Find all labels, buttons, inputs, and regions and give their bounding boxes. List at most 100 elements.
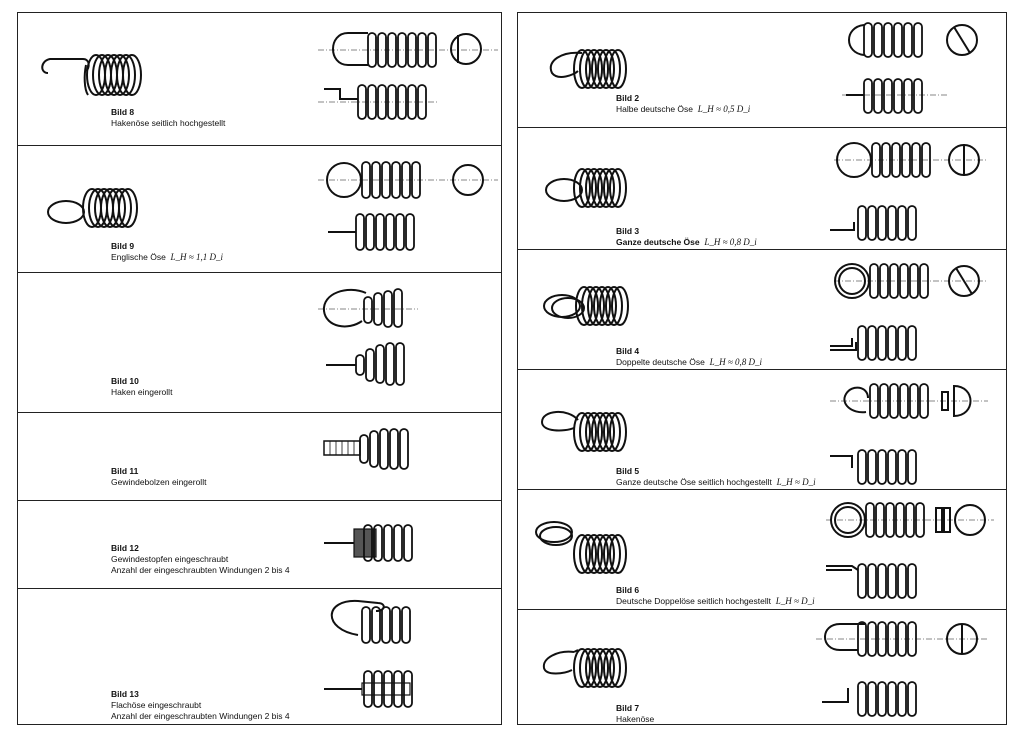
figure-caption-bild-8: Bild 8 Hakenöse seitlich hochgestellt [111, 107, 225, 129]
figure-panel-bild-2: Bild 2 Halbe deutsche Öse L_H ≈ 0,5 D_i [518, 13, 1006, 128]
technical-front-view [324, 670, 413, 708]
figure-number: Bild 4 [616, 346, 640, 356]
spring-drawing-bild-6 [535, 502, 994, 599]
figure-panel-bild-12: Bild 12 Gewindestopfen eingeschraubt Anz… [18, 501, 501, 589]
spring-drawing-bild-11 [323, 428, 409, 470]
spring-drawing-bild-5 [540, 383, 988, 485]
perspective-spring-icon [47, 188, 138, 228]
perspective-spring-icon [545, 168, 627, 208]
figure-caption-bild-7: Bild 7 Hakenöse [616, 703, 654, 725]
figure-panel-bild-9: Bild 9 Englische Öse L_H ≈ 1,1 D_i [18, 146, 501, 273]
technical-side-view [318, 161, 498, 199]
figure-panel-bild-5: Bild 5 Ganze deutsche Öse seitlich hochg… [518, 370, 1006, 490]
technical-side-view [848, 22, 978, 58]
figure-description: Ganze deutsche Öse seitlich hochgestellt… [616, 477, 816, 487]
spring-drawing-bild-8 [41, 32, 498, 120]
figure-description-note: Anzahl der eingeschraubten Windungen 2 b… [111, 565, 290, 575]
technical-front-view [842, 78, 948, 114]
figure-number: Bild 10 [111, 376, 139, 386]
figure-caption-bild-11: Bild 11 Gewindebolzen eingerollt [111, 466, 206, 488]
perspective-spring-icon [543, 286, 629, 326]
perspective-spring-icon [535, 521, 627, 574]
figure-number: Bild 6 [616, 585, 640, 595]
spring-drawing-bild-7 [542, 621, 988, 717]
figure-number: Bild 5 [616, 466, 640, 476]
figure-number: Bild 12 [111, 543, 139, 553]
perspective-spring-icon [540, 411, 627, 452]
spring-drawing-bild-10 [318, 288, 418, 386]
figure-description: Gewindebolzen eingerollt [111, 477, 207, 487]
technical-front-view [826, 563, 917, 599]
figure-caption-bild-5: Bild 5 Ganze deutsche Öse seitlich hochg… [616, 466, 816, 488]
technical-side-view [826, 502, 994, 538]
technical-front-view [324, 524, 413, 562]
technical-front-view [326, 342, 405, 386]
figure-description: Ganze deutsche Öse L_H ≈ 0,8 D_i [616, 237, 757, 247]
figure-panel-bild-13: Bild 13 Flachöse eingeschraubt Anzahl de… [18, 589, 501, 724]
figure-description: Halbe deutsche Öse L_H ≈ 0,5 D_i [616, 104, 751, 114]
figure-number: Bild 13 [111, 689, 139, 699]
figure-description: Englische Öse L_H ≈ 1,1 D_i [111, 252, 223, 262]
spring-drawing-bild-4 [543, 263, 988, 361]
spring-drawing-bild-3 [545, 142, 988, 241]
perspective-spring-icon [41, 54, 142, 96]
figure-description-note: Anzahl der eingeschraubten Windungen 2 b… [111, 711, 290, 721]
left-figure-column: Bild 8 Hakenöse seitlich hochgestellt [17, 12, 502, 725]
figure-formula: L_H ≈ 0,8 D_i [709, 357, 763, 367]
figure-panel-bild-6: Bild 6 Deutsche Doppelöse seitlich hochg… [518, 490, 1006, 610]
technical-front-view [318, 84, 438, 120]
figure-panel-bild-4: Bild 4 Doppelte deutsche Öse L_H ≈ 0,8 D… [518, 250, 1006, 370]
perspective-spring-icon [549, 49, 627, 89]
technical-side-view [834, 263, 988, 299]
figure-panel-bild-8: Bild 8 Hakenöse seitlich hochgestellt [18, 13, 501, 146]
figure-number: Bild 7 [616, 703, 640, 713]
figure-caption-bild-6: Bild 6 Deutsche Doppelöse seitlich hochg… [616, 585, 815, 607]
figure-formula: L_H ≈ 0,8 D_i [704, 237, 757, 247]
technical-side-view [330, 599, 411, 644]
figure-number: Bild 9 [111, 241, 135, 251]
figure-formula: L_H ≈ D_i [775, 596, 815, 606]
spring-drawing-bild-12 [324, 524, 413, 562]
technical-side-view [318, 32, 498, 68]
spring-drawing-bild-9 [47, 161, 498, 251]
figure-number: Bild 11 [111, 466, 139, 476]
technical-front-view [328, 213, 415, 251]
figure-caption-bild-9: Bild 9 Englische Öse L_H ≈ 1,1 D_i [111, 241, 223, 263]
figure-description: Hakenöse [616, 714, 655, 724]
figure-caption-bild-4: Bild 4 Doppelte deutsche Öse L_H ≈ 0,8 D… [616, 346, 762, 368]
technical-front-view [323, 428, 409, 470]
figure-description: Gewindestopfen eingeschraubt [111, 554, 229, 564]
figure-formula: L_H ≈ 1,1 D_i [170, 252, 223, 262]
figure-number: Bild 3 [616, 226, 640, 236]
figure-caption-bild-3: Bild 3 Ganze deutsche Öse L_H ≈ 0,8 D_i [616, 226, 757, 248]
technical-front-view [830, 449, 917, 485]
technical-side-view [816, 621, 988, 657]
figure-caption-bild-10: Bild 10 Haken eingerollt [111, 376, 172, 398]
right-figure-column: Bild 2 Halbe deutsche Öse L_H ≈ 0,5 D_i [517, 12, 1007, 725]
figure-formula: L_H ≈ 0,5 D_i [697, 104, 751, 114]
figure-description: Doppelte deutsche Öse L_H ≈ 0,8 D_i [616, 357, 763, 367]
technical-front-view [822, 681, 917, 717]
technical-side-view [318, 288, 418, 328]
perspective-spring-icon [542, 648, 627, 688]
figure-description: Hakenöse seitlich hochgestellt [111, 118, 226, 128]
spring-drawing-bild-13 [324, 599, 413, 708]
figure-description: Deutsche Doppelöse seitlich hochgestellt… [616, 596, 815, 606]
figure-number: Bild 8 [111, 107, 135, 117]
figure-panel-bild-3: Bild 3 Ganze deutsche Öse L_H ≈ 0,8 D_i [518, 128, 1006, 250]
technical-side-view [830, 383, 988, 419]
figure-caption-bild-12: Bild 12 Gewindestopfen eingeschraubt Anz… [111, 543, 290, 576]
spring-drawing-bild-2 [549, 22, 978, 114]
technical-front-view [830, 205, 917, 241]
figure-number: Bild 2 [616, 93, 640, 103]
figure-description: Haken eingerollt [111, 387, 173, 397]
figure-description: Flachöse eingeschraubt [111, 700, 202, 710]
technical-front-view [830, 325, 917, 361]
figure-panel-bild-11: Bild 11 Gewindebolzen eingerollt [18, 413, 501, 501]
figure-caption-bild-13: Bild 13 Flachöse eingeschraubt Anzahl de… [111, 689, 290, 722]
figure-formula: L_H ≈ D_i [776, 477, 816, 487]
figure-caption-bild-2: Bild 2 Halbe deutsche Öse L_H ≈ 0,5 D_i [616, 93, 750, 115]
figure-panel-bild-10: Bild 10 Haken eingerollt [18, 273, 501, 413]
figure-panel-bild-7: Bild 7 Hakenöse [518, 610, 1006, 724]
